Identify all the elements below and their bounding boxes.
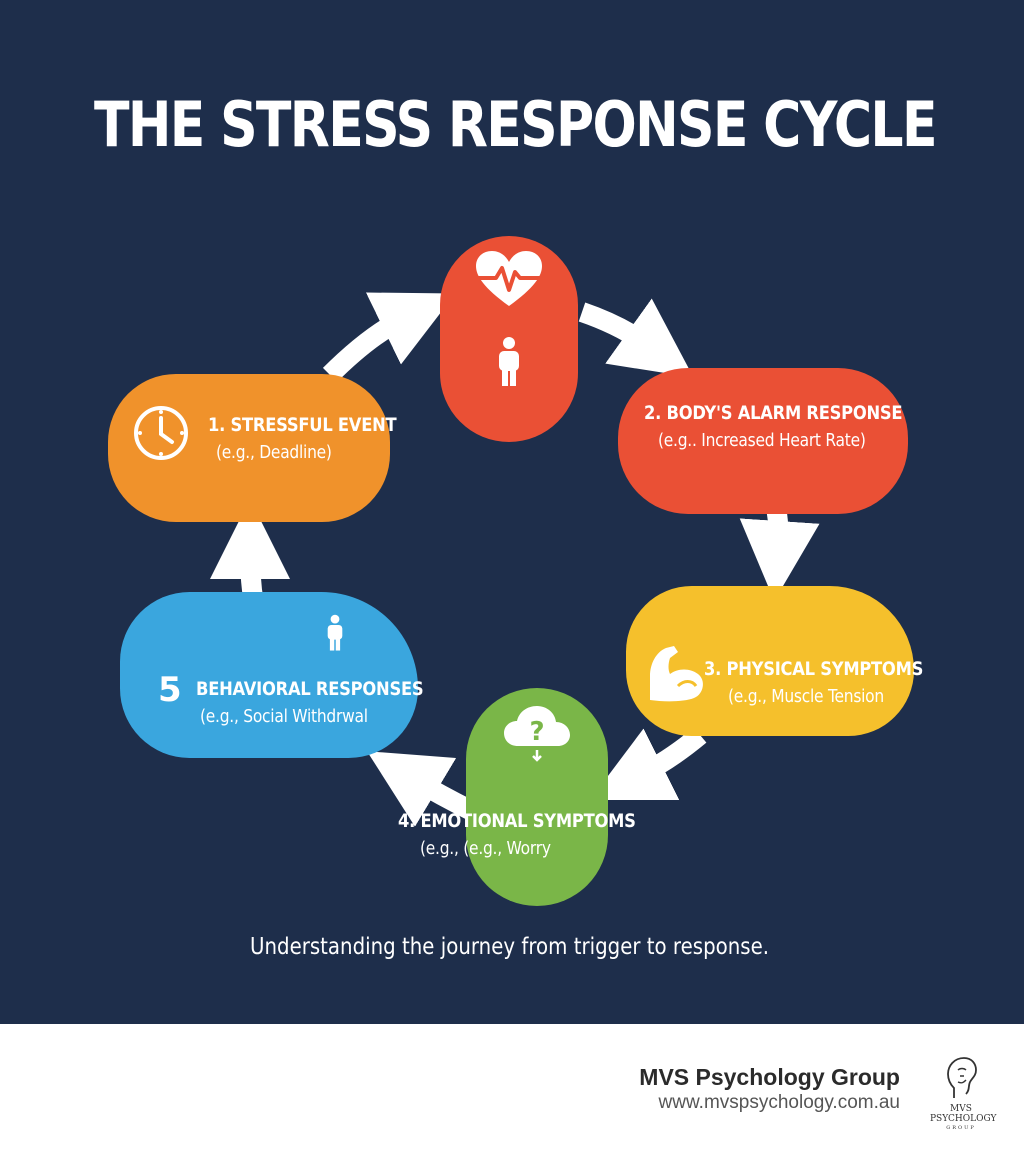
- question-cloud-icon: ?: [504, 706, 570, 762]
- face-profile-icon: [947, 1057, 977, 1098]
- arrow-event-to-alarm: [322, 292, 456, 383]
- behavioral-responses-subtitle: (e.g., Social Withdrwal: [200, 706, 368, 727]
- alarm-response-subtitle: (e.g.. Increased Heart Rate): [658, 430, 866, 451]
- physical-symptoms-title: 3. PHYSICAL SYMPTOMS: [704, 658, 924, 680]
- behavioral-responses-title: BEHAVIORAL RESPONSES: [196, 678, 424, 700]
- alarm-response-title: 2. BODY'S ALARM RESPONSE: [644, 402, 903, 424]
- stressful-event-subtitle: (e.g., Deadline): [216, 442, 332, 463]
- arrow-emotional-to-behavioral: [366, 751, 475, 827]
- emotional-symptoms-node: ?: [466, 688, 608, 906]
- arrow-physical-to-emotional: [589, 727, 707, 801]
- clock-icon: [134, 406, 188, 460]
- person-icon: [327, 614, 343, 651]
- page-title: THE STRESS RESPONSE CYCLE: [94, 88, 938, 161]
- logo-text-group: GROUP: [946, 1125, 976, 1131]
- brand-logo: MVS PSYCHOLOGY GROUP: [930, 1056, 997, 1146]
- heart-pulse-icon: [476, 251, 542, 306]
- tagline: Understanding the journey from trigger t…: [250, 934, 770, 960]
- logo-text-mvs: MVS: [950, 1104, 972, 1114]
- emotional-symptoms-title: 4. EMOTIONAL SYMPTOMS: [398, 810, 636, 832]
- brand-name: MVS Psychology Group: [639, 1064, 900, 1090]
- logo-text-psychology: PSYCHOLOGY: [930, 1114, 997, 1124]
- person-icon: [499, 337, 519, 386]
- flexed-arm-icon: [650, 646, 703, 702]
- alarm-response-node: 2. BODY'S ALARM RESPONSE (e.g.. Increase…: [618, 368, 908, 514]
- emotional-symptoms-subtitle: (e.g., (e.g., Worry: [420, 838, 551, 859]
- brand-url[interactable]: www.mvspsychology.com.au: [658, 1092, 900, 1113]
- behavioral-responses-node: 5 BEHAVIORAL RESPONSES (e.g., Social Wit…: [120, 592, 424, 758]
- behavioral-responses-number: 5: [158, 670, 182, 710]
- physical-symptoms-node: 3. PHYSICAL SYMPTOMS (e.g., Muscle Tensi…: [626, 586, 923, 736]
- arrow-alarm-to-response: [578, 298, 694, 378]
- footer: MVS Psychology Group www.mvspsychology.c…: [0, 1024, 1024, 1154]
- physical-symptoms-subtitle: (e.g., Muscle Tension: [728, 686, 884, 707]
- diagram-panel: THE STRESS RESPONSE CYCLE: [0, 0, 1024, 1024]
- alarm-top-node: [440, 236, 578, 442]
- stressful-event-title: 1. STRESSFUL EVENT: [208, 414, 397, 436]
- svg-text:?: ?: [529, 717, 544, 747]
- stressful-event-node: 1. STRESSFUL EVENT (e.g., Deadline): [108, 374, 397, 522]
